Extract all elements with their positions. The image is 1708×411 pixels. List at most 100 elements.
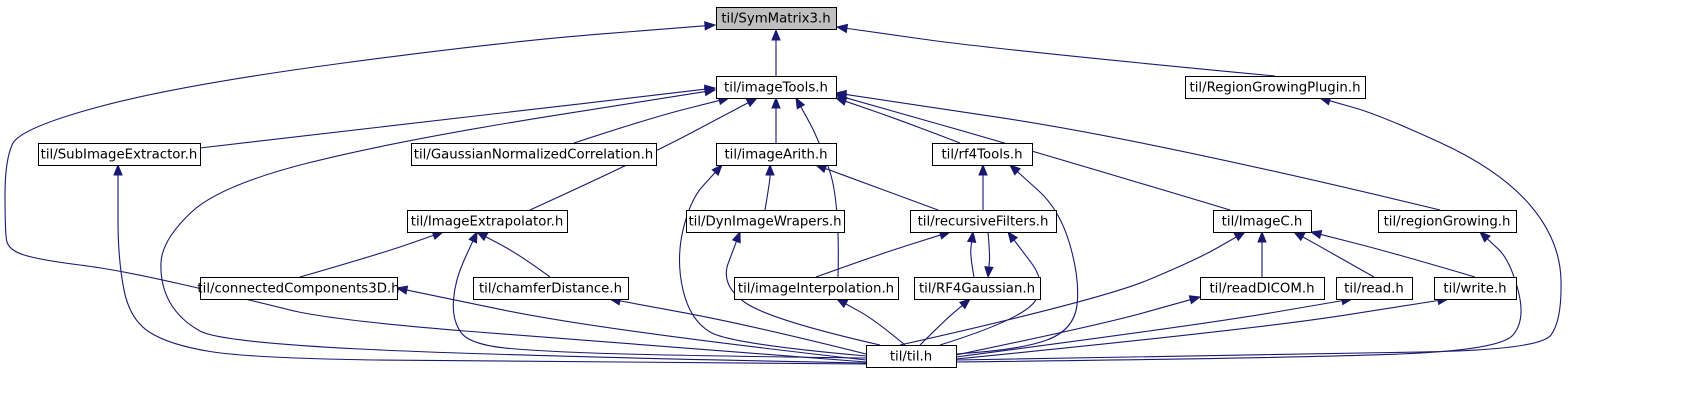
node-til[interactable]: til/til.h: [866, 345, 957, 368]
edge-imageinterpolation-to-recursivefilters: [815, 230, 952, 278]
node-label: til/rf4Tools.h: [941, 148, 1022, 163]
arrowhead: [113, 163, 123, 176]
node-label: til/SymMatrix3.h: [721, 12, 830, 27]
arrowhead: [475, 231, 489, 242]
edge-til-to-rf4tools: [955, 164, 1079, 355]
arrowhead: [978, 163, 988, 176]
edges-layer: [4, 21, 1562, 365]
edge-line: [405, 289, 867, 361]
edge-imageinterpolation-to-imagetools: [795, 96, 839, 278]
node-label: til/ImageC.h: [1222, 215, 1303, 230]
edge-line: [799, 105, 839, 278]
node-box: [866, 345, 957, 368]
node-rf4gaussian[interactable]: til/RF4Gaussian.h: [914, 277, 1041, 300]
node-box: [1378, 210, 1517, 233]
edge-til-to-symmatrix3: [4, 21, 867, 363]
edge-imagearith-to-imagetools: [771, 96, 781, 144]
arrowhead: [1292, 231, 1306, 242]
edge-line: [764, 174, 771, 211]
edge-line: [844, 302, 906, 346]
edge-line: [484, 235, 551, 278]
node-gaussiannormcorr[interactable]: til/GaussianNormalizedCorrelation.h: [411, 143, 657, 166]
arrowhead: [1233, 231, 1247, 242]
node-label: til/recursiveFilters.h: [918, 215, 1049, 230]
arrowhead: [468, 230, 478, 244]
node-label: til/write.h: [1443, 282, 1506, 297]
node-box: [914, 277, 1041, 300]
nodes-layer: til/SymMatrix3.h til/imageTools.h til/Regi…: [38, 7, 1517, 368]
node-imagetools[interactable]: til/imageTools.h: [716, 76, 837, 99]
arrowhead: [795, 96, 806, 110]
edge-line: [844, 93, 1441, 211]
node-readdicom[interactable]: til/readDICOM.h: [1200, 277, 1325, 300]
edge-line: [987, 231, 991, 269]
node-box: [38, 143, 201, 166]
edge-line: [1319, 233, 1476, 278]
node-box: [734, 277, 899, 300]
edge-line: [955, 170, 1079, 355]
arrowhead: [958, 298, 972, 310]
node-box: [407, 210, 568, 233]
edge-dynimagewrapers-to-imagearith: [764, 163, 775, 211]
node-box: [716, 143, 837, 166]
edge-line: [955, 299, 1440, 360]
node-write[interactable]: til/write.h: [1434, 277, 1517, 300]
node-label: til/til.h: [890, 350, 932, 365]
node-box: [1336, 277, 1413, 300]
node-label: til/DynImageWrapers.h: [688, 215, 841, 230]
node-label: til/chamferDistance.h: [479, 282, 622, 297]
arrowhead: [731, 230, 741, 244]
node-imageextrapolator[interactable]: til/ImageExtrapolator.h: [407, 210, 568, 233]
node-imageinterpolation[interactable]: til/imageInterpolation.h: [734, 277, 899, 300]
arrowhead: [1008, 164, 1021, 176]
edge-line: [815, 234, 942, 278]
node-box: [473, 277, 629, 300]
node-symmatrix3: til/SymMatrix3.h: [716, 7, 837, 30]
node-chamferdistance[interactable]: til/chamferDistance.h: [473, 277, 629, 300]
edge-subimageextractor-to-imagetools: [199, 84, 717, 149]
edge-til-to-recursivefilters: [939, 230, 1041, 346]
node-regiongrowing[interactable]: til/regionGrowing.h: [1378, 210, 1517, 233]
node-label: til/GaussianNormalizedCorrelation.h: [414, 148, 653, 163]
node-label: til/read.h: [1344, 282, 1404, 297]
edge-read-to-imagec: [1292, 231, 1375, 278]
edge-regiongrowingplugin-to-symmatrix3: [835, 23, 1276, 77]
node-label: til/ImageExtrapolator.h: [411, 215, 564, 230]
node-imagearith[interactable]: til/imageArith.h: [716, 143, 837, 166]
node-box: [1200, 277, 1325, 300]
node-dynimagewrapers[interactable]: til/DynImageWrapers.h: [686, 210, 845, 233]
node-box: [716, 76, 837, 99]
node-imagec[interactable]: til/ImageC.h: [1213, 210, 1312, 233]
node-subimageextractor[interactable]: til/SubImageExtractor.h: [38, 143, 201, 166]
arrowhead: [1479, 231, 1491, 243]
node-box: [932, 143, 1033, 166]
edge-line: [955, 237, 1522, 363]
node-rf4tools[interactable]: til/rf4Tools.h: [932, 143, 1033, 166]
arrowhead: [835, 23, 849, 34]
arrowhead: [966, 230, 977, 243]
edge-line: [199, 88, 707, 149]
edge-recursivefilters-to-rf4gaussian: [984, 231, 994, 279]
node-label: til/readDICOM.h: [1209, 282, 1314, 297]
edge-til-to-write: [955, 295, 1450, 360]
node-regiongrowingplugin[interactable]: til/RegionGrowingPlugin.h: [1185, 76, 1366, 99]
node-read[interactable]: til/read.h: [1336, 277, 1413, 300]
node-label: til/RegionGrowingPlugin.h: [1189, 81, 1360, 96]
edge-til-to-rf4gaussian: [919, 298, 972, 346]
edge-recursivefilters-to-rf4tools: [978, 163, 988, 210]
node-label: til/regionGrowing.h: [1384, 215, 1511, 230]
node-connectedcomponents3d[interactable]: til/connectedComponents3D.h: [197, 277, 400, 300]
arrowhead: [835, 298, 849, 309]
node-recursivefilters[interactable]: til/recursiveFilters.h: [910, 210, 1057, 233]
edge-line: [844, 96, 1231, 211]
arrowhead: [395, 285, 409, 295]
edge-line: [160, 90, 867, 364]
node-label: til/connectedComponents3D.h: [197, 282, 399, 297]
arrowhead: [765, 163, 775, 176]
edge-line: [955, 298, 1192, 356]
edge-line: [899, 235, 1238, 346]
edge-line: [618, 300, 867, 355]
edge-line: [955, 299, 1344, 358]
node-box: [1185, 76, 1366, 99]
